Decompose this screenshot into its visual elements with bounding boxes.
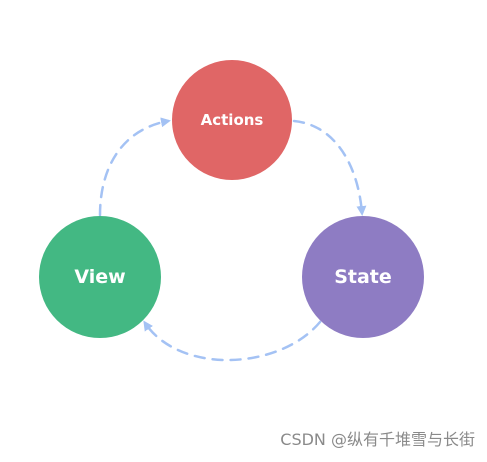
view-label: View [74,266,125,288]
state-circle [302,216,424,338]
arrow-actions-to-state [292,119,367,216]
view-node: View [39,216,161,338]
state-label: State [334,266,392,288]
arrow-view-to-actions [98,117,171,217]
state-node: State [302,216,424,338]
actions-circle [172,60,292,180]
view-circle [39,216,161,338]
actions-label: Actions [201,111,264,129]
watermark: CSDN @纵有千堆雪与长街 [280,430,475,449]
arrow-state-to-view [143,320,322,362]
actions-node: Actions [172,60,292,180]
